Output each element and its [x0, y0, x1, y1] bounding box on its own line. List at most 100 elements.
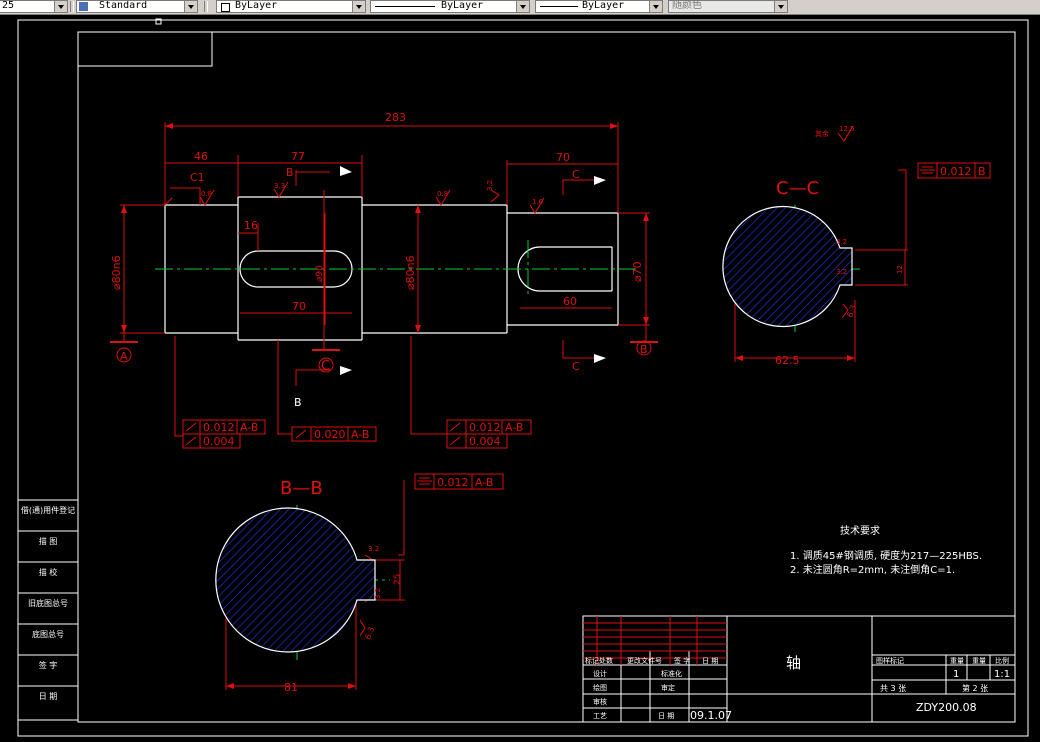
- chevron-down-icon[interactable]: [54, 1, 67, 12]
- section-b-bottom: B: [294, 396, 302, 409]
- scale-combo[interactable]: 25: [0, 0, 68, 13]
- section-cc-r2: 3.2: [836, 268, 847, 276]
- tech-note-1: 1. 调质45#钢调质, 硬度为217—225HBS.: [790, 549, 982, 562]
- dim-46: 46: [194, 150, 208, 163]
- dim-key-60: 60: [563, 295, 577, 308]
- tb-ratio: 比例: [995, 656, 1009, 665]
- roughness-32: 3.2: [486, 180, 494, 191]
- tb-process: 工艺: [593, 712, 607, 720]
- side-table: [17, 499, 79, 721]
- side-table-cell: 底图总号: [32, 629, 64, 639]
- dimension-texts: 283 46 77 70 C1 0.8 3.3 0.8 3.2 1.6 16 7…: [110, 111, 855, 409]
- title-block-revision-grid: [583, 616, 727, 665]
- tb-draw: 绘图: [593, 683, 607, 692]
- title-block: [582, 615, 1016, 723]
- tol-left-top-ref: A-B: [240, 421, 258, 434]
- shaft-outline: [164, 196, 619, 341]
- section-cc-key: 12: [896, 265, 904, 274]
- side-table-cell: 借(通)用件登记: [21, 505, 75, 515]
- title-block-texts: 标记 处数 更改文件号 签 字 日 期 设计 标准化 绘图 审定 审核 工艺 日…: [585, 654, 1010, 722]
- section-cc-r3: 6.3: [845, 304, 858, 319]
- tb-stage: 图样标记: [876, 656, 904, 665]
- tb-sign: 签 字: [674, 656, 690, 665]
- section-c-top: C: [572, 168, 580, 181]
- dim-key-70: 70: [292, 300, 306, 313]
- lineweight-combo[interactable]: ByLayer: [535, 0, 663, 13]
- linetype-combo[interactable]: ByLayer: [370, 0, 530, 13]
- plot-style-value: 随颜色: [672, 0, 702, 11]
- section-bb-title: B—B: [280, 478, 323, 499]
- tb-file: 更改文件号: [627, 656, 662, 665]
- tolerance-frames: [182, 162, 991, 490]
- tb-mark: 标记: [585, 656, 599, 665]
- roughness-08: 0.8: [201, 190, 212, 198]
- color-swatch-icon: [221, 3, 230, 12]
- tolerance-texts: 0.012 A-B 0.004 0.020 A-B 0.012 A-B 0.00…: [203, 165, 986, 489]
- other-roughness-label: 其余: [815, 129, 829, 138]
- tolerance-symbols: [185, 166, 935, 485]
- roughness-08b: 0.8: [437, 190, 448, 198]
- chevron-down-icon[interactable]: [352, 1, 365, 12]
- tb-sheet-no: 第 2 张: [962, 683, 988, 693]
- tol-cc-val: 0.012: [940, 165, 972, 178]
- chamfer-label: C1: [190, 171, 205, 184]
- datum-markers: [110, 340, 658, 373]
- datum-b: B: [640, 343, 648, 356]
- datum-a: A: [120, 350, 128, 363]
- dimension-lines: [120, 122, 908, 690]
- tol-right-top-ref: A-B: [505, 421, 523, 434]
- tb-design: 设计: [593, 669, 607, 678]
- tb-part-name: 轴: [786, 654, 801, 672]
- lineweight-value: ByLayer: [582, 0, 625, 11]
- side-table-cell: 签 字: [39, 660, 58, 670]
- section-bb-r3: 6.3: [363, 626, 376, 641]
- tb-drawing-no: ZDY200.08: [916, 701, 977, 714]
- tb-sheet-total: 共 3 张: [880, 684, 906, 693]
- dim-70-dia: ⌀70: [631, 261, 644, 282]
- tb-quantity-hdr: 重量: [972, 657, 986, 665]
- side-table-cell: 描 图: [39, 536, 58, 546]
- roughness-33: 3.3: [274, 182, 285, 190]
- tol-mid-val: 0.020: [314, 428, 346, 441]
- dim-70: 70: [556, 151, 570, 164]
- dim-77: 77: [291, 150, 305, 163]
- toolbar-separator: [204, 1, 208, 12]
- section-bb-r2: 3.2: [374, 588, 382, 599]
- tb-weight: 重量: [950, 657, 964, 665]
- linetype-value: ByLayer: [441, 0, 484, 11]
- chevron-down-icon[interactable]: [516, 1, 529, 12]
- chevron-down-icon[interactable]: [774, 1, 787, 12]
- grip-point[interactable]: [155, 18, 162, 25]
- chevron-down-icon[interactable]: [649, 1, 662, 12]
- tb-quantity: 1: [953, 669, 959, 680]
- plot-style-combo[interactable]: 随颜色: [668, 0, 788, 13]
- layer-combo[interactable]: ByLayer: [216, 0, 366, 13]
- section-bb-r1: 3.2: [368, 545, 379, 553]
- side-table-texts: 借(通)用件登记 描 图 描 校 旧底图总号 底图总号 签 字 日 期: [21, 505, 75, 701]
- outer-frame: [17, 19, 1029, 737]
- dim-16: 16: [244, 219, 258, 232]
- text-style-combo[interactable]: Standard: [76, 0, 198, 13]
- section-cc-shape: [722, 205, 853, 328]
- toolbar-separator: [70, 1, 74, 12]
- drawing-canvas[interactable]: 283 46 77 70 C1 0.8 3.3 0.8 3.2 1.6 16 7…: [0, 15, 1040, 742]
- scale-value: 25: [2, 0, 15, 11]
- corner-box: [77, 31, 213, 67]
- tb-std: 标准化: [661, 669, 682, 678]
- section-cc-r1: 3.2: [836, 238, 847, 246]
- inner-frame: [77, 31, 1016, 723]
- tol-cc-ref: B: [978, 165, 986, 178]
- lineweight-preview: [540, 6, 578, 7]
- tech-notes: 技术要求 1. 调质45#钢调质, 硬度为217—225HBS. 2. 未注圆角…: [790, 524, 982, 576]
- side-table-cell: 日 期: [39, 692, 58, 701]
- section-b-top: B: [286, 166, 294, 179]
- side-table-cell: 描 校: [39, 567, 58, 577]
- section-bb-width: 81: [284, 681, 298, 694]
- linetype-preview: [375, 6, 435, 7]
- tb-check: 审核: [593, 697, 607, 706]
- dim-90: ⌀90: [315, 265, 325, 282]
- chevron-down-icon[interactable]: [184, 1, 197, 12]
- other-roughness-value: 12.5: [839, 125, 855, 133]
- section-arrows: [340, 166, 606, 375]
- text-style-icon: [79, 2, 88, 11]
